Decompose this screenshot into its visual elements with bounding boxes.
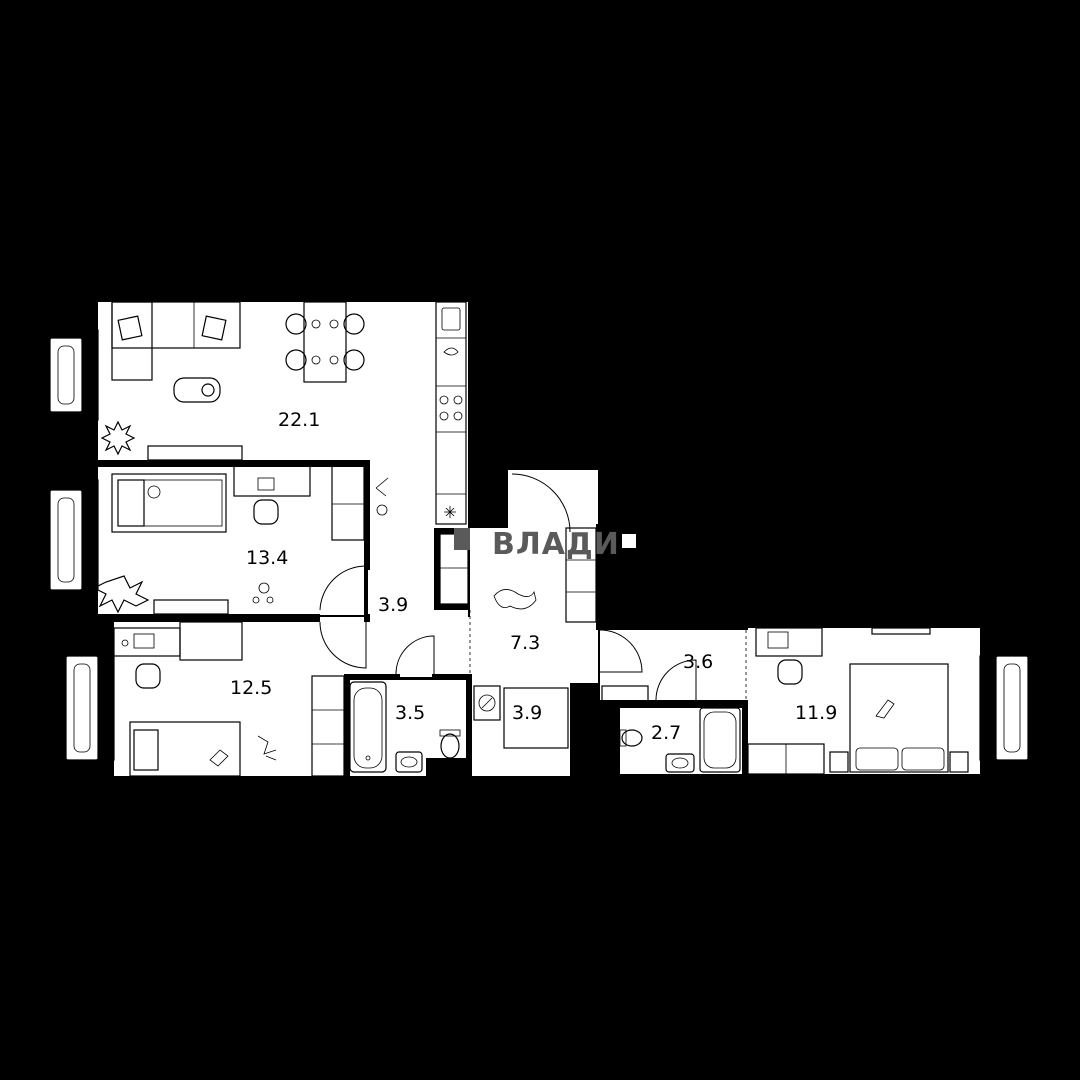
room-living-strip [368, 462, 434, 482]
area-corridor-2: 3.6 [683, 651, 713, 673]
kitchen-counter [435, 301, 467, 525]
room-bathroom-2 [620, 706, 742, 774]
area-bedroom-1: 13.4 [246, 547, 288, 569]
area-bathroom-2: 2.7 [651, 722, 681, 744]
watermark: ВЛАДИ [454, 527, 636, 562]
hall-furniture [439, 527, 597, 749]
room-storage [474, 683, 570, 776]
room-living-kitchen [98, 302, 468, 462]
interior-walls [98, 460, 748, 776]
bedroom-2-furniture [113, 621, 345, 777]
room-floors [98, 302, 980, 776]
room-bedroom-2 [114, 622, 346, 776]
area-storage: 3.9 [512, 702, 542, 724]
room-bedroom-1 [98, 467, 364, 615]
watermark-logo-icon [454, 528, 470, 550]
room-hall-top [508, 470, 598, 530]
area-living-kitchen: 22.1 [278, 409, 320, 431]
watermark-square-icon [622, 534, 636, 548]
bathroom-1-fixtures [349, 681, 461, 773]
dining-table [285, 301, 365, 383]
room-corridor-low [320, 617, 470, 677]
living-furniture [100, 301, 243, 461]
windows [49, 329, 1029, 761]
area-corridor: 3.9 [378, 594, 408, 616]
corridor-2-fixtures [601, 630, 747, 773]
room-corridor-2 [600, 630, 748, 700]
area-bedroom-3: 11.9 [795, 702, 837, 724]
bedroom-1-furniture [92, 465, 389, 615]
watermark-text: ВЛАДИ [492, 527, 620, 562]
area-bathroom-1: 3.5 [395, 702, 425, 724]
room-corridor [368, 462, 468, 617]
bedroom-3-furniture [747, 627, 969, 775]
room-bedroom-3-low [748, 744, 980, 774]
area-bedroom-2: 12.5 [230, 677, 272, 699]
area-labels: 22.1 13.4 3.9 12.5 3.5 7.3 3.9 3.6 2.7 1… [230, 409, 837, 744]
doors [319, 473, 697, 701]
area-hall: 7.3 [510, 632, 540, 654]
